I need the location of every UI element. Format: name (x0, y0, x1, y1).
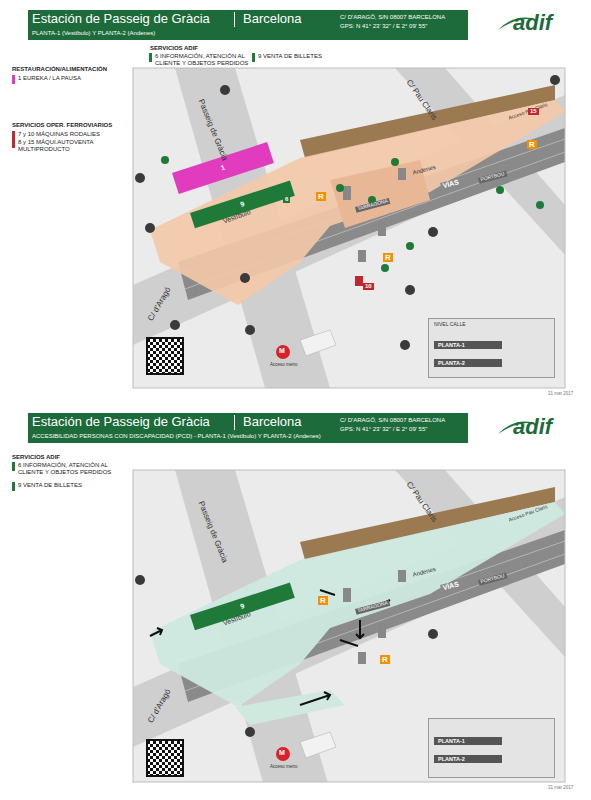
map-label: M (279, 347, 285, 355)
node-text: PLANTA-1 (Vestíbulo) Y PLANTA-2 (Andenes… (32, 30, 155, 37)
map-label: M (279, 749, 285, 757)
node-text: GPS: N 41° 23' 32" / E 2° 09' 55" (340, 23, 427, 30)
node-text: NIVEL CALLE (434, 322, 466, 328)
map-label: SERVICIOS ADIF (12, 454, 60, 461)
node-text: PLANTA-1 (434, 341, 502, 349)
node-text: Barcelona (234, 12, 302, 27)
map-label: R (527, 140, 537, 149)
legend-text: 9 VENTA DE BILLETES (258, 53, 348, 60)
node-text: Estación de Passeig de Gràcia (32, 12, 210, 27)
node-text: Estación de Passeig de Gràcia (32, 415, 210, 430)
map-label: R (383, 253, 393, 262)
node-text: PLANTA-1 (434, 737, 502, 745)
map-label: adif (513, 10, 552, 35)
header-band: Estación de Passeig de Gràcia BarcelonaPL… (28, 10, 468, 40)
legend-swatch (12, 482, 15, 491)
legend-text: 6 INFORMACIÓN, ATENCIÓN AL CLIENTE Y OBJ… (18, 462, 118, 476)
legend-swatch (12, 139, 15, 148)
map-label: RESTAURACIÓN/ALIMENTACIÓN (12, 66, 107, 73)
node-text: 9 (239, 200, 245, 209)
legend-swatch (12, 462, 15, 471)
map-label: 31 mar 2017 (548, 785, 573, 790)
legend-text: 9 VENTA DE BILLETES (18, 482, 118, 489)
node-text: C/ D'ARAGÓ, S/N 08007 BARCELONA (340, 14, 445, 21)
node-text: C/ D'ARAGÓ, S/N 08007 BARCELONA (340, 417, 445, 424)
map-label: R (316, 192, 326, 201)
map-label: R (318, 596, 328, 605)
node-text: ACCESIBILIDAD PERSONAS CON DISCAPACIDAD … (32, 433, 321, 440)
legend-text: 8 y 15 MÁQUI.AUTOVENTA MULTIPRODUCTO (18, 139, 128, 153)
node-text: GPS: N 41° 23' 32" / E 2° 09' 55" (340, 426, 427, 433)
node-text: 9 (239, 602, 245, 611)
node-text: PLANTA-2 (434, 359, 502, 367)
legend-text: 1 EUREKA / LA PAUSA (18, 75, 118, 82)
legend-swatch (252, 53, 255, 62)
map-label: Acceso metro (270, 764, 298, 769)
map-label: SERVICIOS OPER. FERROVIARIOS (12, 122, 112, 129)
legend-text: 7 y 10 MÁQUINAS RODALIES (18, 131, 128, 138)
map-label: 31 mar 2017 (548, 391, 573, 396)
legend-text: 6 INFORMACIÓN, ATENCIÓN AL CLIENTE Y OBJ… (155, 53, 250, 67)
map-label: 6 (283, 196, 290, 203)
map-label: 10 (363, 283, 374, 290)
legend-swatch (12, 75, 15, 84)
node-text: 1 (220, 164, 226, 173)
map-label: R (380, 655, 390, 664)
map-label: Acceso metro (270, 362, 298, 367)
level-inset: NIVEL CALLE PLANTA-1PLANTA-2 (428, 318, 555, 378)
map-label: SERVICIOS ADIF (150, 45, 198, 52)
legend-swatch (149, 53, 152, 62)
header-band: Estación de Passeig de Gràcia BarcelonaAC… (28, 413, 468, 443)
node-text: Barcelona (234, 415, 302, 430)
level-inset: PLANTA-1PLANTA-2 (428, 718, 555, 778)
node-text: PLANTA-2 (434, 755, 502, 763)
map-label: 15 (528, 108, 539, 115)
map-label: adif (513, 414, 552, 439)
